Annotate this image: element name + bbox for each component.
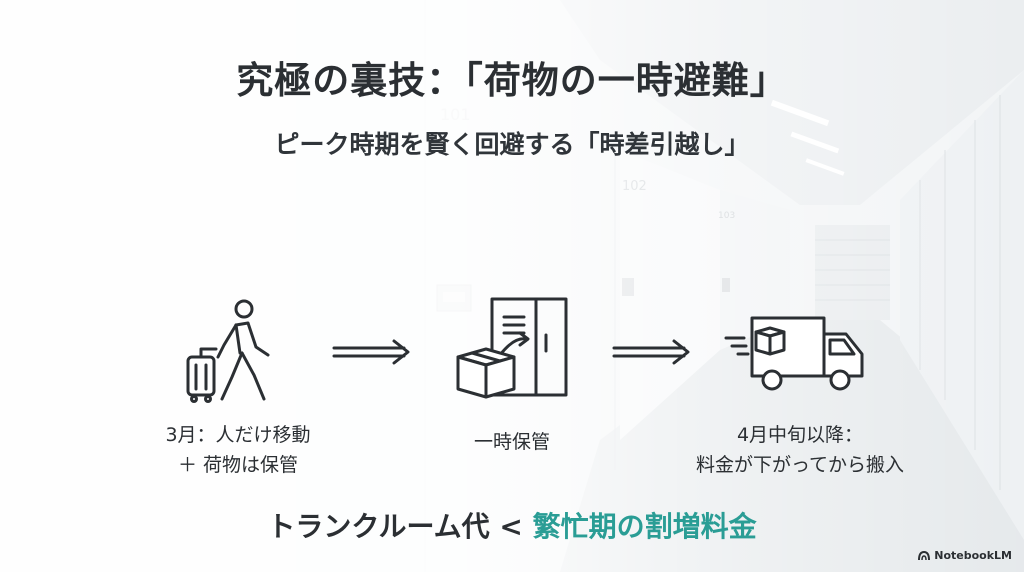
- brand-label: NotebookLM: [934, 549, 1012, 562]
- comparison-left: トランクルーム代: [267, 510, 490, 543]
- slide-subtitle: ピーク時期を賢く回避する「時差引越し」: [274, 130, 750, 159]
- step-caption-storage: 一時保管: [412, 427, 612, 457]
- notebooklm-logo-icon: [918, 550, 931, 560]
- step-caption-delivery: 4月中旬以降： 料金が下がってから搬入: [660, 420, 940, 480]
- caption-line: 3月：人だけ移動: [165, 424, 311, 446]
- brand-watermark: NotebookLM: [918, 549, 1012, 562]
- comparison-right: 繁忙期の割増料金: [532, 510, 757, 543]
- arrow-right-icon: [332, 339, 410, 365]
- step-caption-move: 3月：人だけ移動 ＋ 荷物は保管: [118, 420, 358, 480]
- slide-title: 究極の裏技：「荷物の一時避難」: [236, 59, 788, 102]
- caption-line: 一時保管: [473, 431, 550, 453]
- comparison-operator: <: [499, 510, 523, 543]
- arrow-right-icon: [612, 339, 690, 365]
- walking-person-suitcase-icon: [186, 299, 270, 403]
- storage-locker-box-icon: [456, 297, 568, 399]
- caption-line: ＋ 荷物は保管: [177, 454, 299, 476]
- delivery-truck-icon: [724, 316, 864, 391]
- cost-comparison: トランクルーム代 < 繁忙期の割増料金: [0, 505, 1024, 545]
- caption-line: 4月中旬以降：: [736, 424, 864, 446]
- caption-line: 料金が下がってから搬入: [695, 454, 905, 476]
